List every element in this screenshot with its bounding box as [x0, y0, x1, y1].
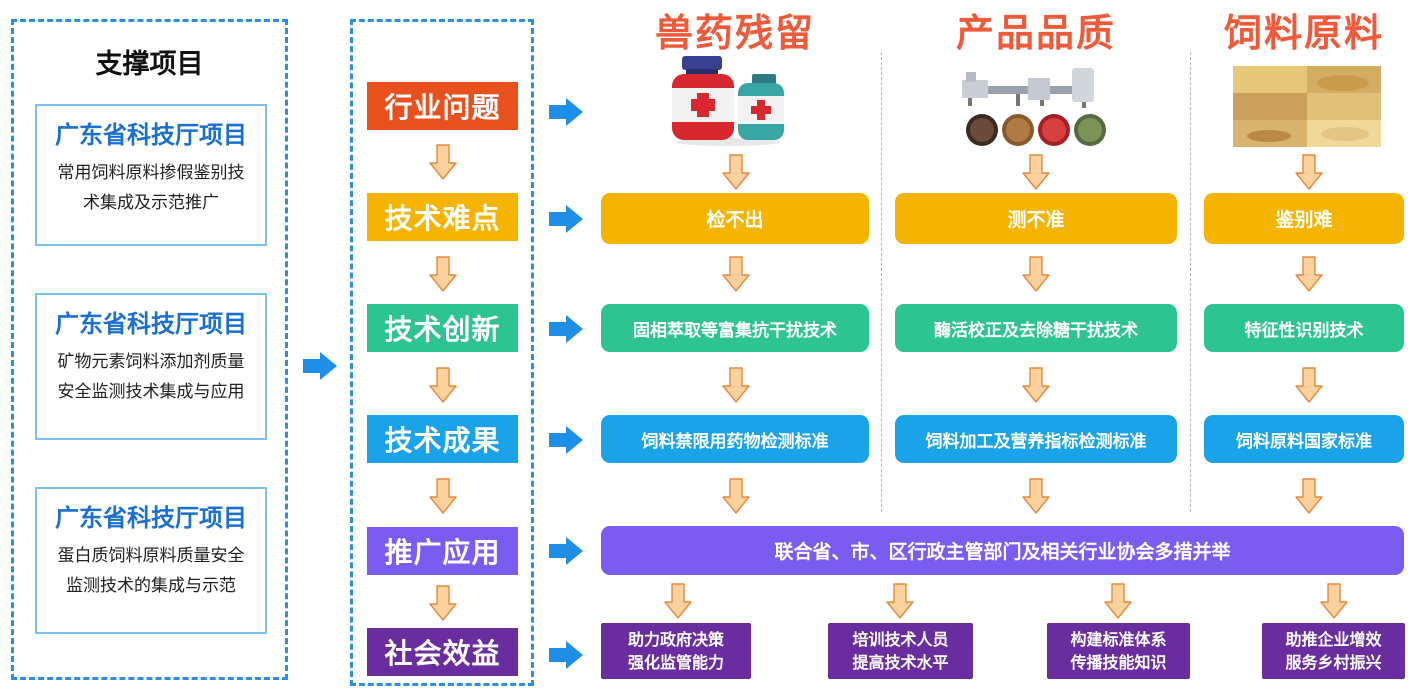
- stage-technical-difficulty: 技术难点: [367, 193, 518, 241]
- stage-industry-problem: 行业问题: [367, 82, 518, 130]
- column-heading-vet-drug-residue: 兽药残留: [654, 11, 815, 55]
- down-arrow-icon: [722, 154, 750, 190]
- result-box-3: 饲料原料国家标准: [1204, 415, 1404, 463]
- right-arrow-icon: [302, 351, 338, 381]
- raw-material-photos-icon: [1233, 66, 1381, 147]
- down-arrow-icon: [429, 256, 457, 292]
- column-heading-product-quality: 产品品质: [955, 11, 1116, 55]
- down-arrow-icon: [722, 256, 750, 292]
- benefit-box-2: 培训技术人员提高技术水平: [828, 623, 973, 679]
- down-arrow-icon: [1022, 367, 1050, 403]
- stage-technical-innovation: 技术创新: [367, 304, 518, 352]
- down-arrow-icon: [1295, 478, 1323, 514]
- difficulty-box-1: 检不出: [601, 193, 869, 244]
- innovation-box-1: 固相萃取等富集抗干扰技术: [601, 304, 869, 352]
- application-box: 联合省、市、区行政主管部门及相关行业协会多措并举: [601, 526, 1404, 575]
- down-arrow-icon: [1022, 478, 1050, 514]
- down-arrow-icon: [1295, 256, 1323, 292]
- difficulty-box-3: 鉴别难: [1204, 193, 1404, 244]
- down-arrow-icon: [429, 478, 457, 514]
- project-card-1: 广东省科技厅项目 常用饲料原料掺假鉴别技术集成及示范推广: [35, 104, 267, 246]
- benefit-box-4: 助推企业增效服务乡村振兴: [1262, 623, 1405, 679]
- project-card-3: 广东省科技厅项目 蛋白质饲料原料质量安全监测技术的集成与示范: [35, 487, 267, 634]
- result-box-2: 饲料加工及营养指标检测标准: [895, 415, 1177, 463]
- project-card-2: 广东省科技厅项目 矿物元素饲料添加剂质量安全监测技术集成与应用: [35, 293, 267, 440]
- down-arrow-icon: [886, 583, 914, 619]
- down-arrow-icon: [1295, 154, 1323, 190]
- support-title: 支撑项目: [95, 49, 204, 80]
- project-desc: 常用饲料原料掺假鉴别技术集成及示范推广: [57, 163, 245, 213]
- right-arrow-icon: [548, 640, 584, 670]
- down-arrow-icon: [1320, 583, 1348, 619]
- innovation-box-3: 特征性识别技术: [1204, 304, 1404, 352]
- down-arrow-icon: [1022, 256, 1050, 292]
- right-arrow-icon: [548, 425, 584, 455]
- column-divider: [1190, 52, 1191, 512]
- column-heading-feed-raw-material: 饲料原料: [1223, 11, 1384, 55]
- down-arrow-icon: [1295, 367, 1323, 403]
- stage-social-benefit: 社会效益: [367, 628, 518, 676]
- down-arrow-icon: [722, 367, 750, 403]
- project-desc: 矿物元素饲料添加剂质量安全监测技术集成与应用: [57, 352, 245, 402]
- benefit-box-3: 构建标准体系传播技能知识: [1047, 623, 1190, 679]
- project-desc: 蛋白质饲料原料质量安全监测技术的集成与示范: [57, 546, 245, 596]
- stage-technical-result: 技术成果: [367, 415, 518, 463]
- support-panel: [11, 19, 288, 680]
- innovation-box-2: 酶活校正及去除糖干扰技术: [895, 304, 1177, 352]
- column-divider: [881, 52, 882, 512]
- stage-promotion: 推广应用: [367, 527, 518, 575]
- project-title: 广东省科技厅项目: [55, 310, 247, 338]
- down-arrow-icon: [429, 367, 457, 403]
- down-arrow-icon: [1104, 583, 1132, 619]
- project-title: 广东省科技厅项目: [55, 121, 247, 149]
- right-arrow-icon: [548, 97, 584, 127]
- down-arrow-icon: [1022, 154, 1050, 190]
- right-arrow-icon: [548, 536, 584, 566]
- right-arrow-icon: [548, 314, 584, 344]
- project-title: 广东省科技厅项目: [55, 504, 247, 532]
- down-arrow-icon: [429, 585, 457, 621]
- right-arrow-icon: [548, 204, 584, 234]
- feed-processing-icon: [962, 68, 1106, 146]
- down-arrow-icon: [664, 583, 692, 619]
- result-box-1: 饲料禁限用药物检测标准: [601, 415, 869, 463]
- difficulty-box-2: 测不准: [895, 193, 1177, 244]
- benefit-box-1: 助力政府决策强化监管能力: [601, 623, 751, 679]
- down-arrow-icon: [429, 144, 457, 180]
- medicine-bottles-icon: [672, 56, 784, 146]
- down-arrow-icon: [722, 478, 750, 514]
- stage-panel: [350, 19, 534, 686]
